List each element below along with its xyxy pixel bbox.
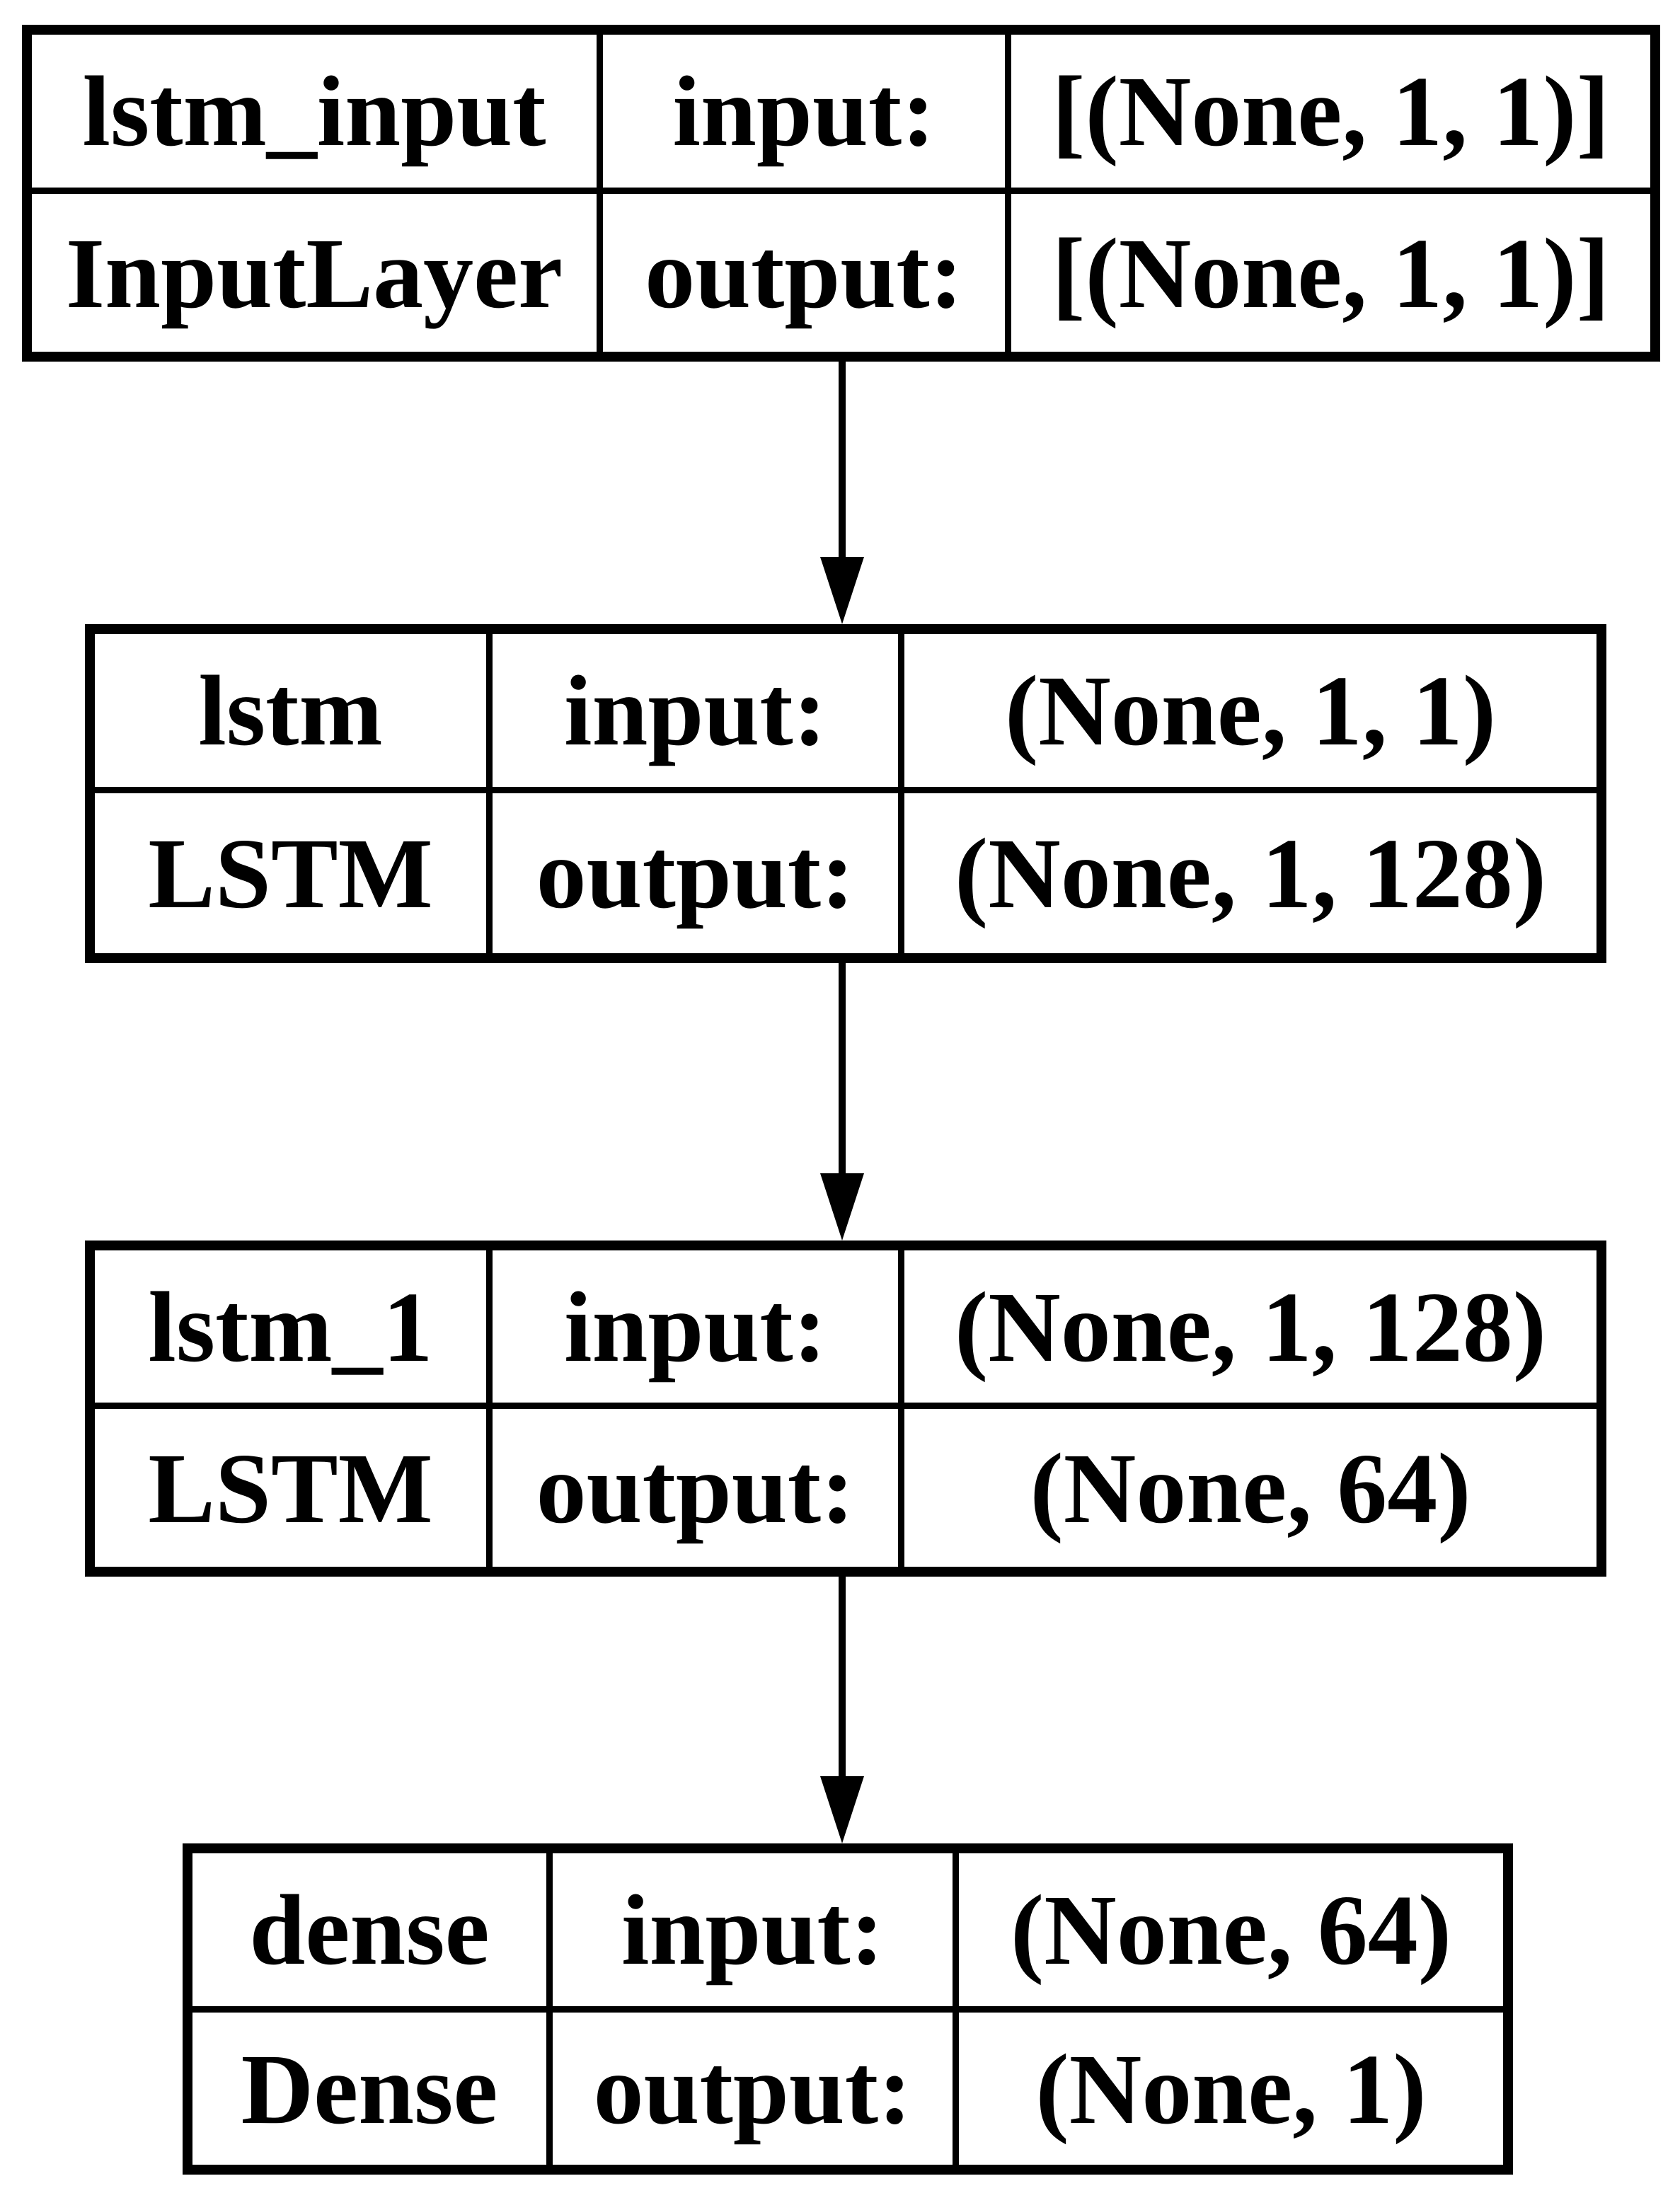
layer-type-cell: LSTM [95,1409,486,1567]
input-label-cell: input: [493,634,898,787]
layer-type-cell: Dense [192,2013,546,2165]
layer-node-lstm-input: lstm_input input: [(None, 1, 1)] InputLa… [22,25,1660,362]
layer-name-cell: dense [192,1853,546,2006]
layer-node-lstm: lstm input: (None, 1, 1) LSTM output: (N… [85,624,1606,963]
output-label-cell: output: [553,2013,953,2165]
input-shape-cell: (None, 64) [959,1853,1503,2006]
edge-lstm-1-to-dense [839,1577,846,1776]
edge-lstm-input-to-lstm [839,362,846,557]
output-label-cell: output: [603,194,1005,352]
output-shape-cell: (None, 1, 128) [904,793,1596,953]
arrowhead-icon [820,557,864,624]
input-label-cell: input: [553,1853,953,2006]
input-shape-cell: (None, 1, 1) [904,634,1596,787]
input-shape-cell: (None, 1, 128) [904,1250,1596,1403]
layer-name-cell: lstm [95,634,486,787]
output-label-cell: output: [493,793,898,953]
input-shape-cell: [(None, 1, 1)] [1011,35,1650,188]
output-shape-cell: (None, 1) [959,2013,1503,2165]
layer-type-cell: InputLayer [32,194,597,352]
layer-name-cell: lstm_1 [95,1250,486,1403]
input-label-cell: input: [603,35,1005,188]
output-shape-cell: [(None, 1, 1)] [1011,194,1650,352]
arrowhead-icon [820,1173,864,1241]
layer-node-lstm-1: lstm_1 input: (None, 1, 128) LSTM output… [85,1241,1606,1577]
input-label-cell: input: [493,1250,898,1403]
output-label-cell: output: [493,1409,898,1567]
edge-lstm-to-lstm-1 [839,963,846,1173]
layer-name-cell: lstm_input [32,35,597,188]
output-shape-cell: (None, 64) [904,1409,1596,1567]
arrowhead-icon [820,1776,864,1843]
layer-node-dense: dense input: (None, 64) Dense output: (N… [183,1843,1513,2175]
layer-type-cell: LSTM [95,793,486,953]
